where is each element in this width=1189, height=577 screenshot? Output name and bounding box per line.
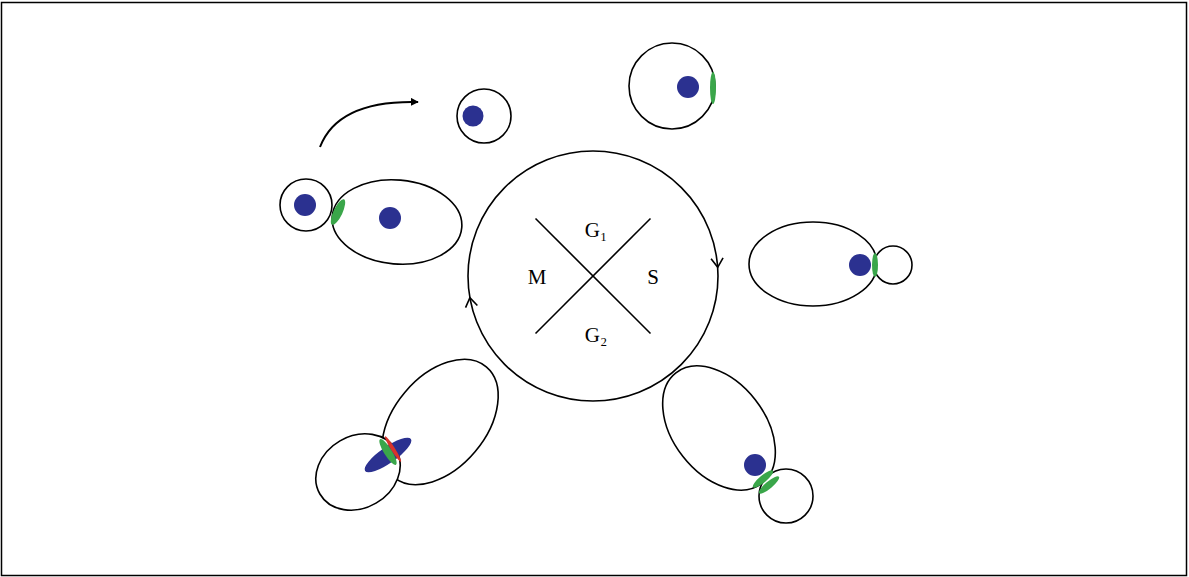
g1-cell	[629, 43, 716, 129]
frame	[2, 3, 1187, 576]
g2-cell	[640, 345, 813, 523]
phase-label: S	[647, 267, 659, 288]
daughter-cell	[457, 89, 511, 143]
phase-label: G₂	[585, 325, 608, 346]
mitotic-cell	[302, 337, 522, 525]
cell-cycle-circle: G₁ M S G₂	[467, 150, 719, 402]
budding-cell	[749, 222, 912, 306]
cycle-outline	[467, 150, 719, 402]
phase-divider	[536, 219, 651, 334]
direction-tick	[711, 258, 723, 267]
curved-arrow	[320, 102, 418, 147]
dividing-cell	[280, 174, 465, 269]
phase-label: G₁	[585, 220, 608, 241]
cycle-circle	[468, 151, 718, 401]
direction-tick	[466, 298, 478, 308]
phase-divider	[536, 219, 651, 334]
phase-label: M	[528, 267, 547, 288]
